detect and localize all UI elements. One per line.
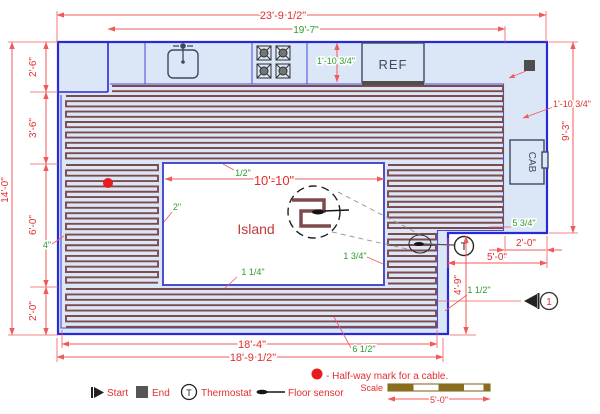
- note-island-top: 1/2": [222, 163, 252, 180]
- dim-counter-run: 19'-7": [107, 24, 506, 42]
- svg-text:1 1/4": 1 1/4": [241, 267, 264, 277]
- svg-text:T: T: [186, 388, 192, 398]
- dim-island-width: 10'-10": [164, 172, 385, 190]
- svg-text:6 1/2": 6 1/2": [352, 344, 375, 354]
- legend-scale: Scale 5'-0": [359, 382, 491, 407]
- svg-text:14'-0": 14'-0": [0, 177, 11, 203]
- svg-text:1'-10 3/4": 1'-10 3/4": [553, 99, 591, 109]
- heated-boundary: [60, 83, 505, 329]
- sensor-detail-circle: [287, 185, 424, 250]
- burner: [275, 63, 291, 79]
- svg-text:1/2": 1/2": [235, 168, 251, 178]
- svg-text:6'-0": 6'-0": [28, 215, 39, 235]
- note-bottom-gap: 6 1/2": [333, 316, 377, 356]
- legend-floor-sensor: Floor sensor: [256, 387, 346, 401]
- dim-total-width: 23'-9 1/2": [56, 9, 547, 42]
- svg-text:Start: Start: [107, 388, 128, 399]
- dim-left-total: 14'-0": [0, 41, 58, 336]
- note-wall-gap: 4": [41, 235, 65, 252]
- svg-text:Thermostat: Thermostat: [201, 388, 252, 399]
- svg-text:5'-0": 5'-0": [430, 395, 448, 405]
- start-flag-icon: [94, 387, 104, 398]
- svg-text:18'-4": 18'-4": [238, 339, 266, 351]
- legend-end: End: [136, 386, 171, 401]
- floor-sensor-symbol: [408, 234, 455, 254]
- note-island-left: 2": [163, 201, 183, 223]
- burner: [256, 63, 272, 79]
- note-notch-gap: 1 1/2": [444, 284, 492, 312]
- start-marker: 1: [438, 291, 559, 311]
- counter-dividers: [144, 43, 308, 84]
- note-island-bottom: 1 1/4": [224, 266, 266, 289]
- cab-label: CAB: [526, 152, 537, 173]
- svg-text:23'-9 1/2": 23'-9 1/2": [260, 10, 306, 22]
- right-strip-label: 1'-10 3/4": [522, 98, 592, 119]
- cab-box: CAB: [509, 139, 549, 185]
- dim-bottom-wall: 18'-9 1/2": [56, 338, 444, 366]
- svg-text:- Half-way mark for a cable.: - Half-way mark for a cable.: [326, 371, 448, 382]
- svg-text:Scale: Scale: [360, 383, 383, 393]
- dim-notch-height: 4'-9": [450, 235, 476, 336]
- dim-right-wall: 9'-3": [549, 41, 578, 234]
- svg-text:1 3/4": 1 3/4": [343, 251, 366, 261]
- svg-text:18'-9 1/2": 18'-9 1/2": [230, 352, 276, 364]
- note-island-right: 1 3/4": [342, 250, 384, 265]
- thermostat-symbol: T: [453, 235, 475, 257]
- dim-bottom-heated: 18'-4": [61, 330, 438, 353]
- legend-thermostat: T Thermostat: [180, 383, 253, 401]
- burner: [275, 45, 291, 61]
- dim-counter-depth: 1'-10 3/4": [316, 42, 356, 83]
- legend: Start End T Thermostat Floor sensor - Ha…: [91, 368, 491, 407]
- svg-text:1 1/2": 1 1/2": [467, 285, 490, 295]
- stove-icon: [256, 45, 291, 79]
- legend-halfway: - Half-way mark for a cable.: [311, 368, 450, 384]
- svg-text:3'-6": 3'-6": [28, 118, 39, 138]
- svg-text:1'-10 3/4": 1'-10 3/4": [317, 56, 355, 66]
- island-outline: [162, 162, 385, 286]
- svg-text:2'-6": 2'-6": [28, 57, 39, 77]
- svg-text:10'-10": 10'-10": [254, 173, 295, 188]
- island-label: Island: [237, 221, 274, 237]
- floor-sensor-icon: [256, 389, 268, 395]
- thermostat-icon: [180, 383, 198, 401]
- end-marker: [508, 60, 535, 79]
- svg-text:2'-0": 2'-0": [516, 238, 536, 249]
- dim-left-chain: 2'-6" 3'-6" 6'-0" 2'-0": [27, 41, 58, 336]
- cable-number: 1: [546, 297, 552, 308]
- heating-cable: [65, 85, 504, 328]
- svg-text:2'-0": 2'-0": [28, 301, 39, 321]
- end-square-icon: [136, 386, 148, 398]
- svg-text:9'-3": 9'-3": [561, 121, 572, 141]
- halfway-dot: [103, 178, 113, 188]
- svg-text:5'-0": 5'-0": [487, 252, 507, 263]
- svg-text:19'-7": 19'-7": [293, 25, 319, 36]
- note-corner-gap: 5 3/4": [489, 217, 537, 230]
- svg-text:4": 4": [43, 240, 51, 250]
- burner: [256, 45, 272, 61]
- dim-notch-strip: 2'-0": [489, 236, 562, 258]
- sink-icon: [167, 43, 199, 79]
- ref-box: REF: [361, 42, 425, 85]
- svg-text:End: End: [152, 388, 170, 399]
- ref-label: REF: [379, 57, 408, 72]
- legend-start: Start: [91, 387, 130, 401]
- svg-text:T: T: [461, 241, 468, 253]
- svg-text:2": 2": [173, 202, 181, 212]
- halfway-dot-icon: [311, 368, 323, 380]
- counter-left-section: [58, 42, 109, 93]
- svg-text:Floor sensor: Floor sensor: [288, 388, 344, 399]
- svg-text:5 3/4": 5 3/4": [512, 218, 535, 228]
- svg-text:4'-9": 4'-9": [453, 275, 464, 295]
